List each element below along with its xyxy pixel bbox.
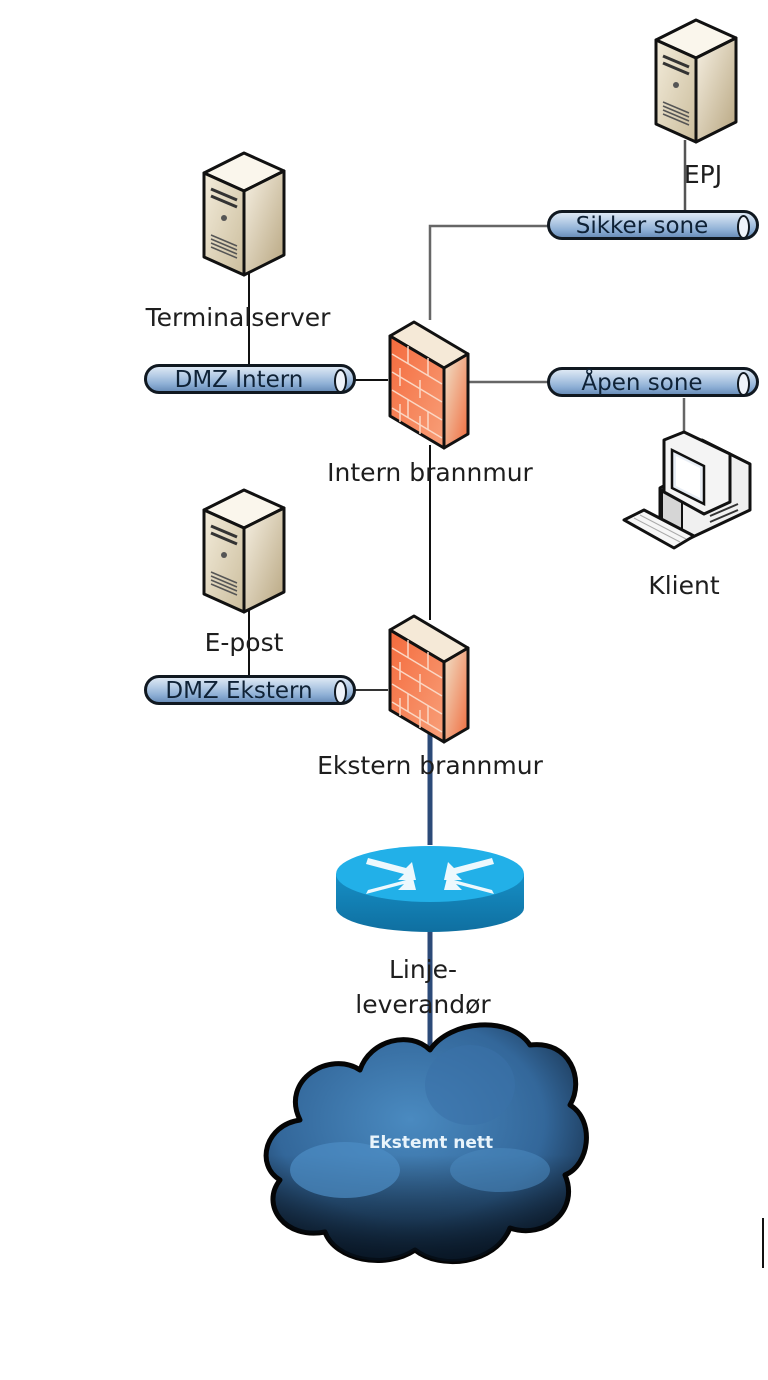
segment-apen-sone[interactable]: Åpen sone [547, 367, 759, 397]
label-cloud: Ekstemt nett [368, 1133, 494, 1153]
segment-label: Åpen sone [581, 370, 703, 396]
label-router-line2: leverandør [355, 990, 491, 1019]
label-intern-brannmur: Intern brannmur [327, 458, 533, 487]
segment-dmz-ekstern[interactable]: DMZ Ekstern [144, 675, 356, 705]
segment-label: DMZ Intern [174, 367, 304, 393]
text-cursor [762, 1218, 764, 1268]
bus-end-cap [737, 372, 750, 396]
server-icon-terminalserver[interactable] [202, 151, 286, 277]
workstation-icon-klient[interactable] [622, 430, 752, 550]
firewall-icon-intern[interactable] [388, 320, 470, 450]
label-epost: E-post [204, 628, 284, 657]
label-router-line1: Linje- [388, 955, 458, 984]
bus-end-cap [737, 215, 750, 239]
bus-end-cap [334, 369, 347, 393]
label-ekstern-brannmur: Ekstern brannmur [317, 751, 543, 780]
segment-label: DMZ Ekstern [165, 678, 313, 704]
segment-label: Sikker sone [575, 213, 709, 239]
label-terminalserver: Terminalserver [145, 303, 331, 332]
label-klient: Klient [648, 571, 720, 600]
connections [248, 140, 687, 1050]
server-icon-epost[interactable] [202, 488, 286, 614]
router-icon[interactable] [336, 846, 524, 932]
server-icon-epj[interactable] [654, 18, 738, 144]
bus-end-cap [334, 680, 347, 704]
segment-sikker-sone[interactable]: Sikker sone [547, 210, 759, 240]
line-sikker-intern-brannmur [428, 224, 550, 320]
firewall-icon-ekstern[interactable] [388, 614, 470, 744]
cloud-icon[interactable] [263, 1022, 589, 1264]
segment-dmz-intern[interactable]: DMZ Intern [144, 364, 356, 394]
label-epj: EPJ [683, 160, 723, 189]
